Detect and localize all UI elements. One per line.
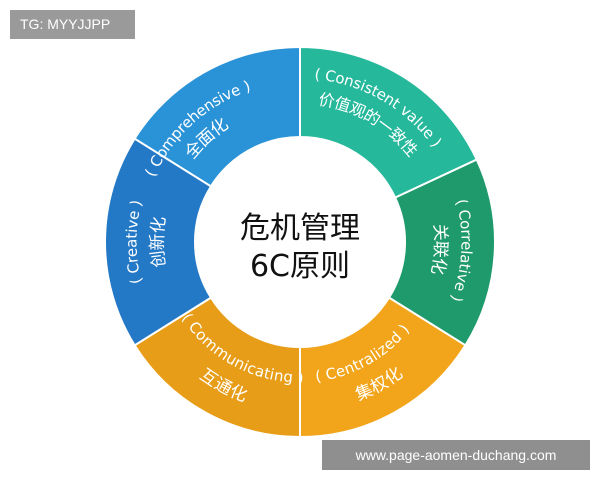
segment-creative-chinese-label: 创新化 bbox=[148, 216, 170, 269]
tg-tag-label: TG: MYYJJPP bbox=[10, 10, 135, 39]
segment-correlative-chinese-label: 关联化 bbox=[427, 223, 451, 276]
center-title-line1: 危机管理 bbox=[240, 211, 360, 246]
center-disc bbox=[195, 137, 405, 347]
segment-creative-english-label: ( Creative ) bbox=[122, 198, 145, 286]
site-watermark: www.page-aomen-duchang.com bbox=[322, 440, 590, 470]
center-title-line2: 6C原则 bbox=[250, 249, 350, 284]
